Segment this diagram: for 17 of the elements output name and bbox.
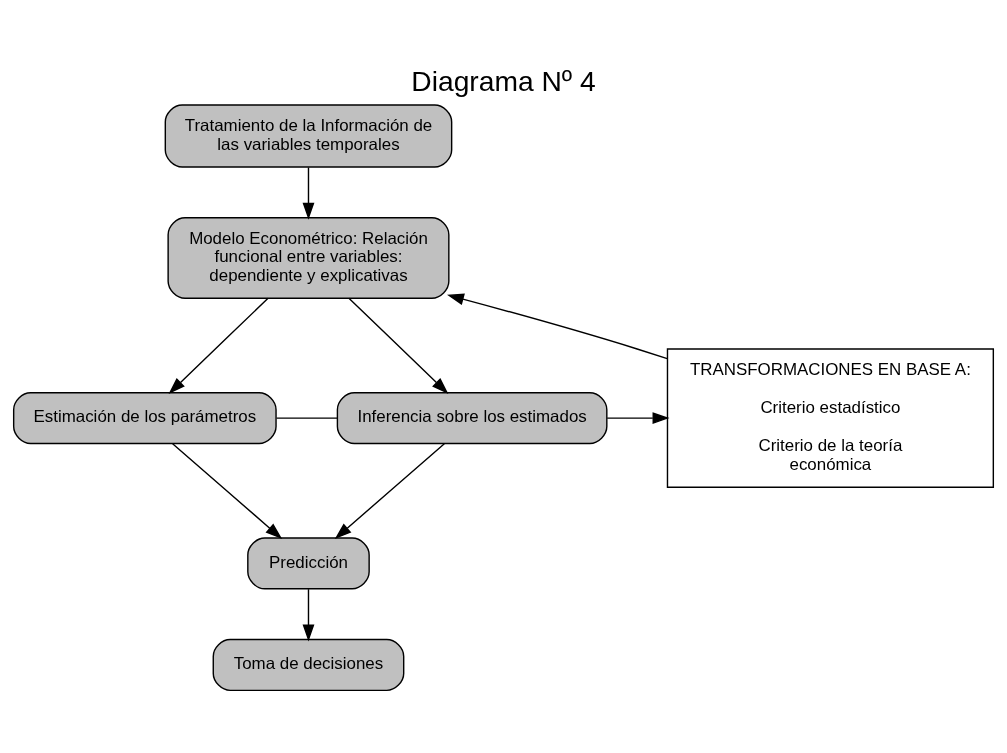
arrow: [606, 412, 670, 425]
node-box: Toma de decisiones: [212, 638, 405, 692]
arrow: [171, 443, 283, 540]
arrow: [348, 297, 449, 394]
node-box: Modelo Econométrico: Relación funcional entre variables: dependiente y explicativas: [167, 217, 450, 299]
arrow: [302, 166, 315, 220]
arrow: [447, 293, 668, 360]
arrow: [302, 588, 315, 642]
node-box: Inferencia sobre los estimados: [336, 392, 608, 445]
arrow: [168, 297, 269, 394]
arrow: [334, 443, 446, 540]
node-box: TRANSFORMACIONES EN BASE A: Criterio estadístico Criterio de la teoría económica: [666, 348, 995, 488]
node-box: Predicción: [247, 537, 370, 590]
connector: [275, 417, 338, 419]
node-box: Estimación de los parámetros: [12, 392, 277, 445]
node-box: Tratamiento de la Información de las variables temporales: [164, 104, 453, 168]
diagram-title: Diagrama Nº 4: [411, 64, 596, 97]
